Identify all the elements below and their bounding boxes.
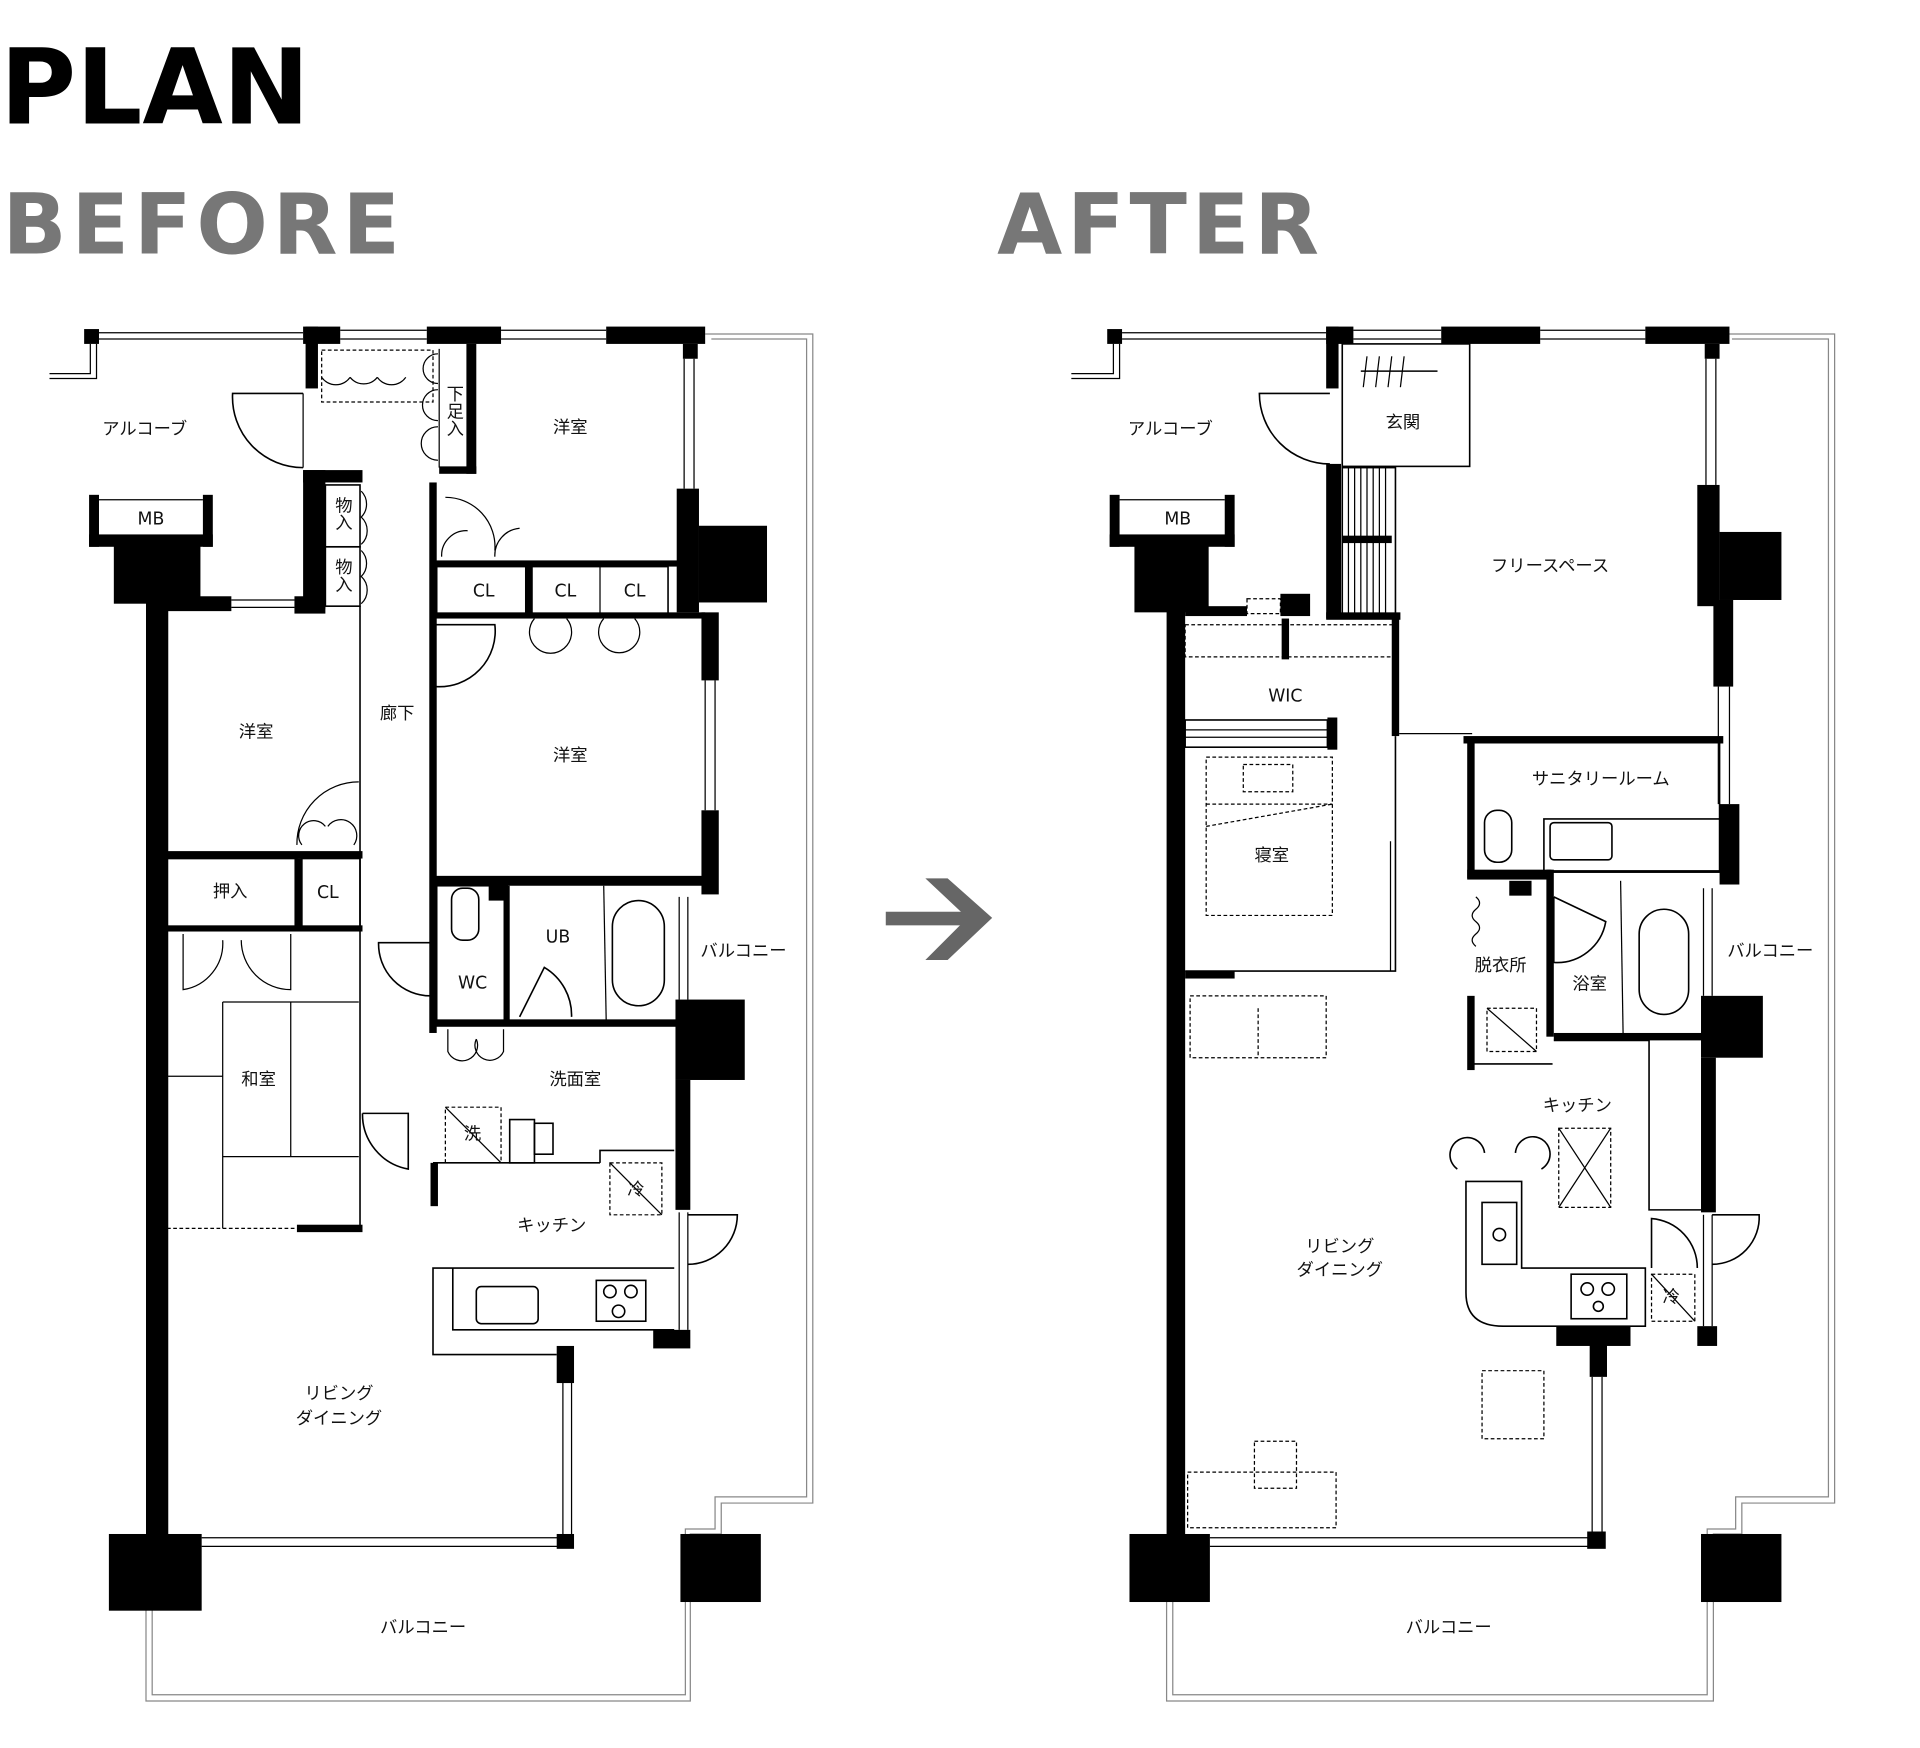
before-storage1-label: 物入 <box>331 496 352 531</box>
before-washer-label: 洗 <box>464 1124 481 1144</box>
before-western-room-left-label: 洋室 <box>239 722 274 742</box>
before-wc-label: WC <box>458 973 487 993</box>
after-mb-label: MB <box>1164 510 1191 530</box>
before-washroom-label: 洗面室 <box>549 1070 601 1090</box>
after-balcony-side-label: バルコニー <box>1727 941 1813 961</box>
after-dressing-room-label: 脱衣所 <box>1475 956 1527 976</box>
after-plan: アルコーブ MB 玄関 フリースペース WIC サニタリールーム 寝室 脱衣所 … <box>1071 326 1836 1702</box>
before-living-label-2: ダイニング <box>296 1409 382 1429</box>
before-fridge-label: 冷 <box>627 1180 644 1200</box>
before-cl1-label: CL <box>473 581 495 601</box>
before-ub-label: UB <box>546 928 571 948</box>
before-oshiire-label: 押入 <box>213 882 248 902</box>
before-plan: アルコーブ MB 下足入 物入 物入 洋室 CL CL CL 洋室 廊下 洋室 … <box>49 326 814 1702</box>
after-bathroom-label: 浴室 <box>1572 975 1607 995</box>
page-title: PLAN <box>0 28 310 149</box>
after-free-space-label: フリースペース <box>1491 557 1609 577</box>
before-balcony-bottom-label: バルコニー <box>380 1618 466 1638</box>
before-storage2-label: 物入 <box>331 558 352 593</box>
before-japanese-room-label: 和室 <box>241 1070 276 1090</box>
before-cl4-label: CL <box>317 883 339 903</box>
before-corridor-label: 廊下 <box>380 704 415 724</box>
after-fridge-label: 冷 <box>1663 1288 1680 1308</box>
after-balcony-bottom-label: バルコニー <box>1406 1618 1492 1638</box>
before-western-room-mid-label: 洋室 <box>553 746 588 766</box>
before-mb-label: MB <box>138 510 165 530</box>
after-heading: AFTER <box>997 176 1324 274</box>
before-shoe-storage-label: 下足入 <box>443 385 464 437</box>
before-heading: BEFORE <box>2 176 404 274</box>
after-bedroom-label: 寝室 <box>1254 846 1289 866</box>
before-living-label-1: リビング <box>304 1384 373 1404</box>
after-sanitary-room-label: サニタリールーム <box>1532 769 1670 789</box>
after-living-label-1: リビング <box>1305 1237 1374 1257</box>
before-balcony-side-label: バルコニー <box>700 941 786 961</box>
after-entrance-label: 玄関 <box>1386 413 1421 433</box>
after-living-label-2: ダイニング <box>1297 1260 1383 1280</box>
after-alcove-label: アルコーブ <box>1128 418 1213 439</box>
arrow-right-icon <box>885 878 993 960</box>
before-alcove-label: アルコーブ <box>102 418 187 439</box>
after-kitchen-label: キッチン <box>1543 1096 1612 1116</box>
after-wic-label: WIC <box>1268 686 1302 706</box>
before-kitchen-label: キッチン <box>517 1216 586 1236</box>
before-cl3-label: CL <box>624 581 646 601</box>
before-western-room-top-label: 洋室 <box>553 418 588 438</box>
before-cl2-label: CL <box>555 581 577 601</box>
